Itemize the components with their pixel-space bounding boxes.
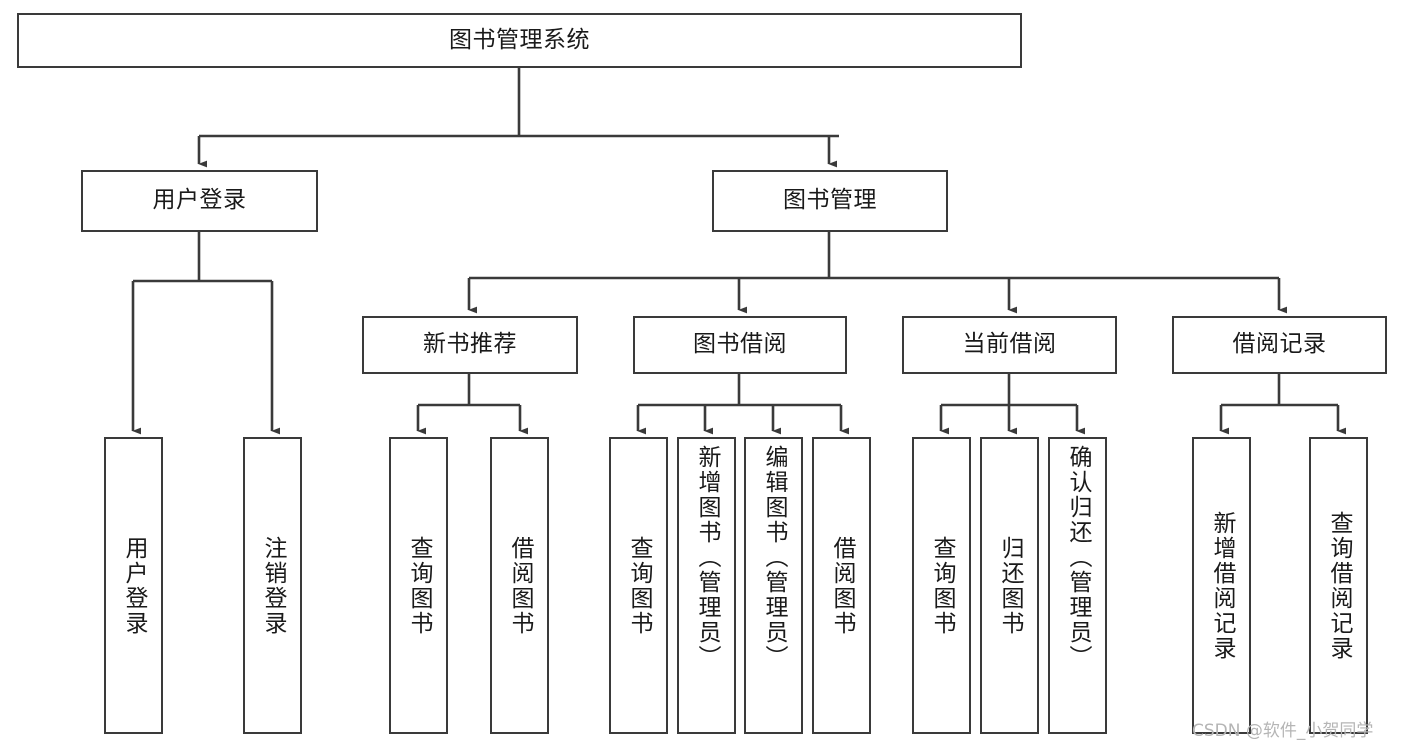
node-root-system[interactable]: 图书管理系统 xyxy=(17,13,1022,68)
node-label: 确认归还（管理员） xyxy=(1065,445,1091,670)
node-label: 查询图书 xyxy=(406,535,432,636)
node-leaf-query-borrow-record[interactable]: 查询借阅记录 xyxy=(1309,437,1368,734)
node-new-book-recommend[interactable]: 新书推荐 xyxy=(362,316,578,374)
node-leaf-query-book-3[interactable]: 查询图书 xyxy=(912,437,971,734)
node-leaf-add-book-admin[interactable]: 新增图书（管理员） xyxy=(677,437,736,734)
node-label: 借阅图书 xyxy=(829,535,855,636)
node-leaf-query-book-2[interactable]: 查询图书 xyxy=(609,437,668,734)
node-label: 注销登录 xyxy=(260,535,286,636)
node-leaf-add-borrow-record[interactable]: 新增借阅记录 xyxy=(1192,437,1251,734)
node-borrow-record[interactable]: 借阅记录 xyxy=(1172,316,1387,374)
node-label: 查询图书 xyxy=(929,535,955,636)
node-leaf-confirm-return-admin[interactable]: 确认归还（管理员） xyxy=(1048,437,1107,734)
node-leaf-query-book-1[interactable]: 查询图书 xyxy=(389,437,448,734)
node-label: 图书借阅 xyxy=(693,331,787,358)
node-label: 查询借阅记录 xyxy=(1326,510,1352,661)
node-leaf-return-book[interactable]: 归还图书 xyxy=(980,437,1039,734)
node-label: 图书管理 xyxy=(783,187,877,214)
node-label: 编辑图书（管理员） xyxy=(761,445,787,670)
node-label: 用户登录 xyxy=(121,535,147,636)
node-label: 归还图书 xyxy=(997,535,1023,636)
node-label: 查询图书 xyxy=(626,535,652,636)
node-book-management[interactable]: 图书管理 xyxy=(712,170,948,232)
node-current-borrow[interactable]: 当前借阅 xyxy=(902,316,1117,374)
node-leaf-edit-book-admin[interactable]: 编辑图书（管理员） xyxy=(744,437,803,734)
node-label: 新书推荐 xyxy=(423,331,517,358)
node-book-borrow[interactable]: 图书借阅 xyxy=(633,316,847,374)
csdn-watermark: CSDN @软件_小贺同学 xyxy=(1192,721,1374,741)
node-label: 用户登录 xyxy=(152,187,247,214)
node-leaf-borrow-book-2[interactable]: 借阅图书 xyxy=(812,437,871,734)
node-leaf-borrow-book-1[interactable]: 借阅图书 xyxy=(490,437,549,734)
node-user-login[interactable]: 用户登录 xyxy=(81,170,318,232)
node-label: 借阅图书 xyxy=(507,535,533,636)
node-label: 新增借阅记录 xyxy=(1209,510,1235,661)
node-label: 当前借阅 xyxy=(962,331,1057,358)
node-leaf-user-login[interactable]: 用户登录 xyxy=(104,437,163,734)
node-leaf-logout[interactable]: 注销登录 xyxy=(243,437,302,734)
node-label: 图书管理系统 xyxy=(449,26,590,53)
node-label: 新增图书（管理员） xyxy=(694,445,720,670)
node-label: 借阅记录 xyxy=(1232,331,1327,358)
